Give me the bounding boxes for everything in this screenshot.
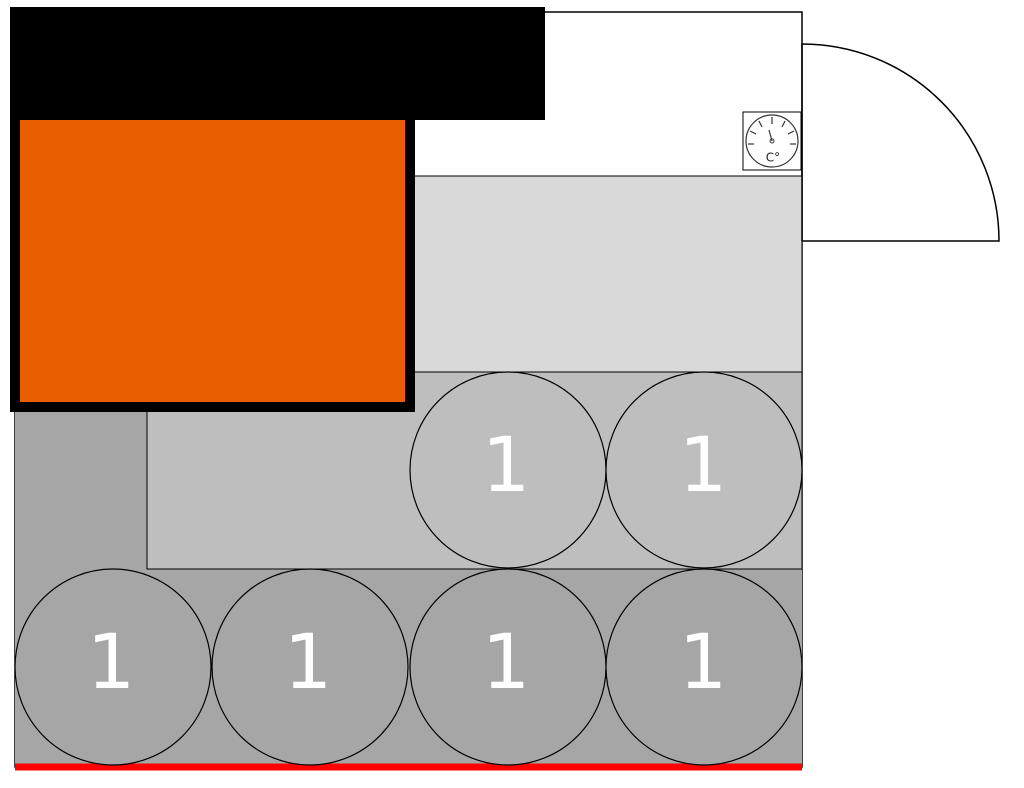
circle-item: 1 [409, 371, 607, 569]
circle-item: 1 [605, 371, 803, 569]
circle-label: 1 [482, 617, 530, 706]
orange-block [10, 110, 415, 412]
circle-item: 1 [14, 568, 212, 766]
black-block [10, 7, 545, 120]
circle-item: 1 [409, 568, 607, 766]
circle-item: 1 [211, 568, 409, 766]
circle-label: 1 [482, 420, 530, 509]
door-swing-arc [801, 43, 1000, 242]
circle-item: 1 [605, 568, 803, 766]
circle-label: 1 [284, 617, 332, 706]
circle-label: 1 [87, 617, 135, 706]
circle-label: 1 [679, 420, 727, 509]
light-zone [409, 175, 803, 373]
circle-label: 1 [679, 617, 727, 706]
thermometer-dial-icon: C° [742, 111, 802, 171]
thermometer-label: C° [766, 151, 780, 165]
